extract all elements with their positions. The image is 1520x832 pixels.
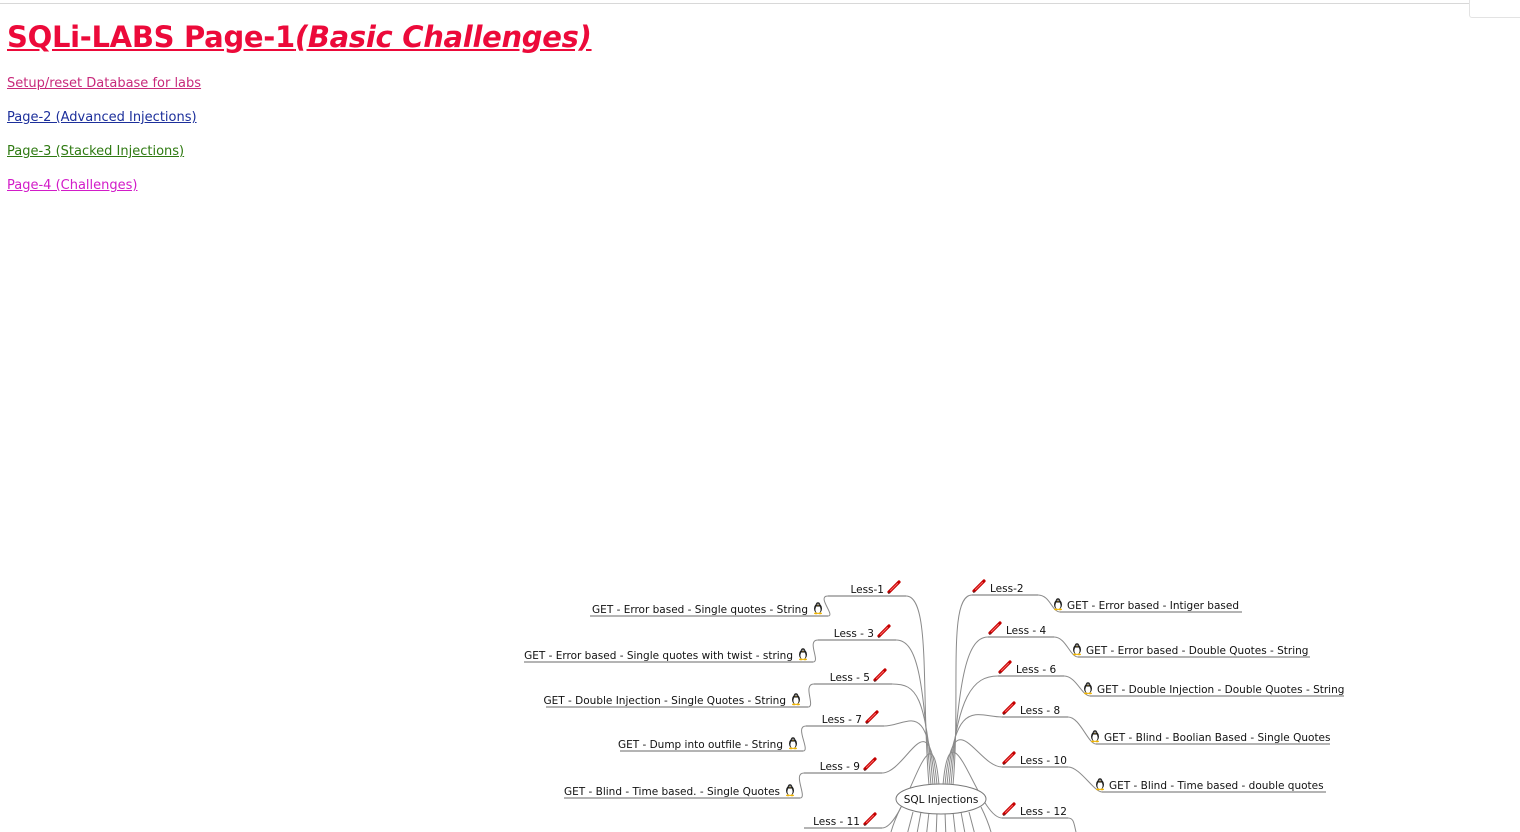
lesson-link-r3[interactable]: Less - 6	[1016, 664, 1057, 676]
pencil-icon	[872, 668, 887, 684]
lesson-branch-r4	[946, 714, 1003, 786]
lesson-branch-5	[881, 741, 938, 786]
lesson-desc-2: GET - Error based - Single quotes with t…	[524, 650, 793, 662]
page-2-link[interactable]: Page-2 (Advanced Injections)	[7, 110, 197, 125]
penguin-icon	[1096, 778, 1104, 791]
pencil-icon	[1001, 751, 1016, 767]
pencil-icon	[886, 580, 901, 596]
penguin-icon	[792, 693, 800, 706]
lower-branch-4	[935, 811, 938, 832]
lower-branch-6	[952, 811, 956, 832]
lesson-link-1[interactable]: Less-1	[850, 584, 884, 596]
top-divider	[0, 3, 1470, 4]
lesson-link-5[interactable]: Less - 9	[820, 761, 860, 773]
penguin-icon	[799, 648, 807, 661]
pencil-icon	[862, 757, 877, 773]
lower-branch-8	[968, 811, 975, 832]
lesson-link-4[interactable]: Less - 7	[822, 714, 862, 726]
desc-branch-r1	[1037, 594, 1061, 613]
lesson-branch-r2	[950, 636, 989, 786]
lesson-desc-r3: GET - Double Injection - Double Quotes -…	[1097, 684, 1344, 696]
lower-branch-2	[916, 811, 922, 832]
lesson-link-2[interactable]: Less - 3	[834, 628, 874, 640]
desc-branch-1	[823, 595, 831, 617]
lesson-branch-1	[905, 595, 930, 786]
desc-branch-r4	[1067, 716, 1097, 745]
pencil-icon	[876, 624, 891, 640]
penguin-icon	[1091, 730, 1099, 743]
penguin-icon	[1073, 643, 1081, 656]
lesson-desc-r1: GET - Error based - Intiger based	[1067, 600, 1239, 612]
desc-branch-5	[798, 772, 805, 799]
pencil-icon	[1001, 802, 1016, 818]
lesson-desc-1: GET - Error based - Single quotes - Stri…	[592, 604, 808, 616]
lower-branch-right	[980, 806, 992, 832]
lesson-link-r5[interactable]: Less - 10	[1020, 755, 1067, 767]
pencil-icon	[997, 660, 1012, 676]
page-3-link[interactable]: Page-3 (Stacked Injections)	[7, 144, 185, 159]
lesson-link-r6[interactable]: Less - 12	[1020, 806, 1067, 818]
page-title: SQLi-LABS Page-1(Basic Challenges)	[7, 20, 592, 54]
page-title-suffix: (Basic Challenges)	[294, 20, 592, 54]
lesson-link-r2[interactable]: Less - 4	[1006, 625, 1047, 637]
desc-branch-r3	[1063, 675, 1091, 697]
desc-branch-r5	[1067, 766, 1103, 793]
penguin-icon	[789, 737, 797, 750]
desc-branch-r6	[1067, 817, 1077, 832]
lesson-desc-5: GET - Blind - Time based. - Single Quote…	[564, 786, 780, 798]
corner-widget	[1469, 0, 1520, 18]
pencil-icon	[1001, 701, 1016, 717]
lesson-desc-3: GET - Double Injection - Single Quotes -…	[544, 695, 786, 707]
desc-branch-4	[801, 725, 807, 752]
lower-branch-1	[907, 811, 914, 832]
lower-branch-5	[944, 811, 947, 832]
penguin-icon	[1054, 598, 1062, 611]
lesson-branch-6	[881, 753, 940, 829]
lesson-branch-r6	[942, 751, 1003, 819]
pencil-icon	[862, 812, 877, 828]
center-node-label: SQL Injections	[904, 794, 979, 806]
lesson-branch-r3	[948, 675, 999, 786]
lesson-branch-r1	[952, 594, 973, 786]
lesson-branch-4	[883, 720, 936, 786]
penguin-icon	[786, 784, 794, 797]
lower-branch-7	[960, 811, 966, 832]
penguin-icon	[814, 602, 822, 615]
lesson-desc-r5: GET - Blind - Time based - double quotes	[1109, 780, 1324, 792]
pencil-icon	[971, 579, 986, 595]
setup-reset-db-link[interactable]: Setup/reset Database for labs	[7, 76, 202, 91]
lesson-desc-r2: GET - Error based - Double Quotes - Stri…	[1086, 645, 1308, 657]
lesson-link-r1[interactable]: Less-2	[990, 583, 1024, 595]
pencil-icon	[987, 621, 1002, 637]
pencil-icon	[864, 710, 879, 726]
page-title-main: SQLi-LABS Page-1	[7, 20, 295, 54]
lesson-desc-4: GET - Dump into outfile - String	[618, 739, 783, 751]
lesson-branch-r5	[944, 739, 1003, 786]
desc-branch-3	[807, 683, 815, 708]
lesson-link-3[interactable]: Less - 5	[830, 672, 870, 684]
lesson-branch-3	[891, 683, 934, 786]
lesson-link-6[interactable]: Less - 11	[813, 816, 860, 828]
lesson-link-r4[interactable]: Less - 8	[1020, 705, 1060, 717]
center-node	[895, 783, 987, 815]
desc-branch-r2	[1053, 636, 1079, 658]
lesson-desc-r4: GET - Blind - Boolian Based - Single Quo…	[1104, 732, 1331, 744]
lesson-branch-2	[895, 639, 932, 786]
desc-branch-2	[812, 639, 819, 663]
penguin-icon	[1084, 682, 1092, 695]
lower-branch-3	[926, 811, 930, 832]
lower-branch-left	[890, 806, 902, 832]
page-4-link[interactable]: Page-4 (Challenges)	[7, 178, 138, 193]
